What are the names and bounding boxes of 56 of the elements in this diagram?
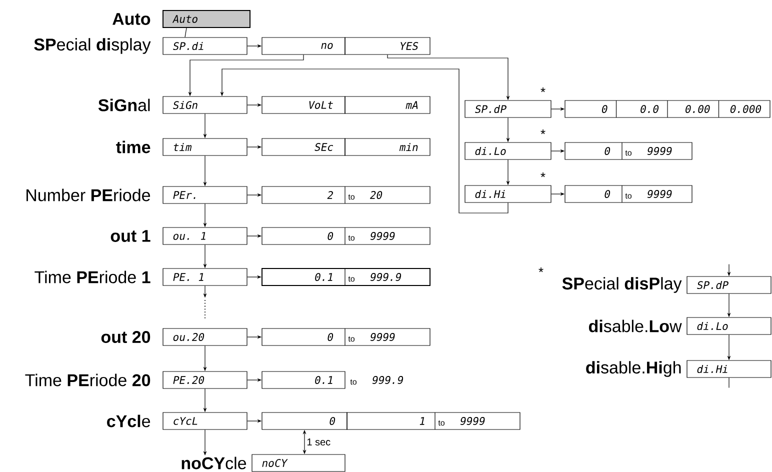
display-box: cYcL [162,412,248,430]
value-box: min [344,138,430,156]
display-box: SP.dP [686,276,772,294]
parameter-label: SPecial display [34,38,151,54]
range-text: 999.9 [372,376,404,384]
connector-line [184,28,187,38]
display-box: SP.dP [464,100,552,118]
parameter-label: SiGnal [98,98,150,112]
parameter-label: Number PEriode [26,188,150,202]
asterisk-mark: * [540,130,546,134]
parameter-label: SPecial disPlay [562,277,682,293]
display-box: noCY [252,454,346,472]
parameter-label: noCYcle [182,456,246,470]
display-box: di.Lo [464,142,552,160]
parameter-label: out 20 [101,330,150,344]
value-box: mA [344,96,430,114]
value-box: 0 to 9999 [262,328,430,346]
value-box: 0.1 to 999.9 [262,268,430,286]
range-text: to [350,379,357,385]
asterisk-mark: * [538,268,544,272]
parameter-label: Auto [112,13,150,25]
parameter-label: Time PEriode 20 [25,374,150,386]
value-box: SEc [262,138,346,156]
parameter-label: out 1 [110,230,150,242]
value-box: VoLt [262,96,346,114]
parameter-label: cYcle [107,414,150,428]
parameter-label: time [116,140,150,154]
display-box: tim [162,138,248,156]
parameter-label: disable.Low [588,320,682,332]
display-box: Auto [162,10,250,28]
display-box: ou.20 [162,328,248,346]
display-box: PEr. [162,186,248,204]
display-box: ou. 1 [162,227,248,245]
value-box: 0 to 9999 [564,142,692,160]
value-box: 1 to 9999 [346,412,520,430]
asterisk-mark: * [540,88,546,92]
parameter-label: disable.High [586,361,681,377]
value-box: 0 0.0 0.00 0.000 [564,100,770,118]
display-box: di.Hi [464,185,552,203]
value-box: 0 [262,412,348,430]
parameter-label: Time PEriode 1 [34,270,150,284]
display-box: di.Hi [686,360,772,378]
display-box: PE. 1 [162,268,248,286]
value-box: 0 to 9999 [262,227,430,245]
connector-line [728,378,730,388]
display-box: SiGn [162,96,248,114]
value-box: 0 to 9999 [564,185,692,203]
value-box: YES [344,37,430,55]
display-box: PE.20 [162,371,248,389]
value-box: 2 to 20 [262,186,430,204]
value-box: 0.1 [262,371,346,389]
value-box: no [262,37,346,55]
edge-label: 1 sec [306,438,332,446]
display-box: SP.di [162,37,248,55]
display-box: di.Lo [686,317,772,335]
asterisk-mark: * [540,172,546,178]
